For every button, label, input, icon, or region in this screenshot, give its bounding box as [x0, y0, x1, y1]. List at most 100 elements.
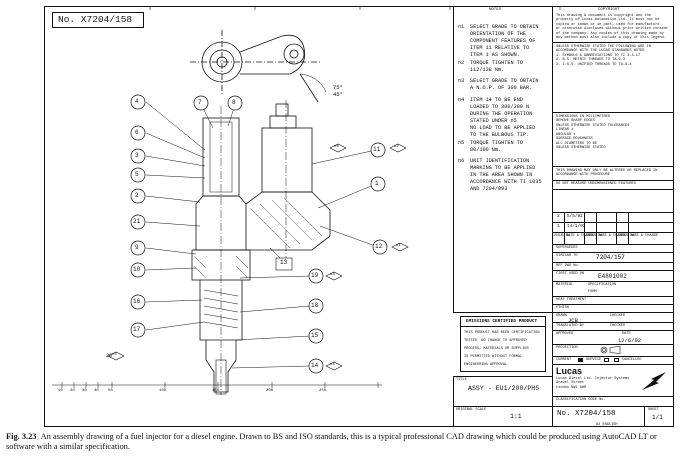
- no-measure-note: DO NOT MEASURE UNDIMENSIONED FEATURES: [556, 182, 636, 186]
- balloon-6: 6: [135, 129, 139, 136]
- checked2-label: CHECKED: [610, 324, 626, 328]
- service-label: SERVICE: [586, 358, 602, 362]
- flag-n3: n3: [330, 273, 335, 277]
- original-scale-label: ORIGINAL SCALE: [456, 408, 487, 412]
- balloon-21: 21: [133, 218, 141, 225]
- title-label: TITLE: [456, 378, 467, 382]
- issue-header: ISSUE No.: [586, 234, 606, 238]
- current-label: CURRENT: [556, 358, 572, 362]
- scale-tick: 10: [58, 389, 63, 393]
- material-label: MATERIAL: [556, 283, 574, 287]
- issue-header: ISSUE No.: [618, 234, 638, 238]
- paper-size: A2 ENGLISH: [596, 423, 618, 427]
- scale-tick: 200: [266, 389, 274, 393]
- flag-n5: n5: [112, 353, 117, 357]
- balloon-15: 15: [311, 332, 319, 339]
- scale-tick: 30: [82, 389, 87, 393]
- hr: [552, 281, 674, 282]
- sheet-value: 1/1: [652, 414, 663, 421]
- service-checkbox[interactable]: [604, 358, 609, 362]
- flag-n6: n6: [334, 145, 339, 149]
- vr: [644, 406, 645, 427]
- hr: [552, 42, 674, 43]
- specification-label: SPECIFICATION: [588, 283, 617, 287]
- hr: [552, 330, 674, 331]
- balloon-12: 12: [375, 243, 383, 250]
- ref-dwg-label: REF DWG No.: [556, 264, 580, 268]
- lightning-logo-icon: [642, 372, 666, 390]
- hr: [552, 262, 674, 263]
- copyright-heading: COPYRIGHT: [598, 8, 620, 12]
- standards-notes: UNLESS OTHERWISE STATED THE FOLLOWING AR…: [556, 45, 651, 67]
- scale-tick: 100: [159, 389, 167, 393]
- hr: [552, 356, 674, 357]
- hr: [552, 312, 674, 313]
- figure-label: Fig. 3.23: [6, 432, 37, 441]
- vr: [628, 212, 629, 244]
- balloon-3: 3: [135, 152, 139, 159]
- cancelled-label: CANCELLED: [622, 358, 642, 362]
- figure-caption-text: An assembly drawing of a fuel injector f…: [6, 432, 657, 451]
- first-used-label: FIRST USED ON: [556, 272, 585, 276]
- first-used-value: E4801002: [598, 273, 627, 280]
- balloon-17: 17: [133, 326, 141, 333]
- scale-tick: 20: [70, 389, 75, 393]
- finish-label: FINISH: [556, 306, 569, 310]
- drawing-sheet: [44, 6, 674, 427]
- current-checkbox[interactable]: [578, 358, 583, 362]
- drawing-number-top-box: [52, 12, 144, 28]
- vr: [596, 212, 597, 244]
- emissions-box: [460, 316, 546, 372]
- hr: [552, 364, 674, 365]
- drawing-number-top: No. X7204/158: [58, 14, 133, 25]
- drawn-label: DRAWN: [556, 314, 567, 318]
- injector-assembly-drawing: [52, 30, 409, 395]
- balloon-14: 14: [311, 362, 319, 369]
- projection-symbol-icon: [600, 346, 621, 354]
- issue-number: 1: [557, 224, 560, 229]
- vr: [453, 376, 454, 427]
- flag-n4: n4: [330, 363, 335, 367]
- balloon-16: 16: [133, 298, 141, 305]
- approved-label: APPROVED: [556, 332, 574, 336]
- flag-n1: n1: [396, 244, 401, 248]
- cancelled-checkbox[interactable]: [614, 358, 619, 362]
- angle-75: 75°: [333, 84, 343, 91]
- vr: [564, 212, 565, 244]
- balloon-10: 10: [133, 266, 141, 273]
- scale-tick: 40: [94, 389, 99, 393]
- hr: [552, 304, 674, 305]
- hr: [552, 270, 674, 271]
- hr: [552, 180, 674, 181]
- similar-to-value: 7204/157: [596, 254, 625, 261]
- issue-header: DATE & CHANGE: [566, 234, 595, 238]
- balloon-2: 2: [135, 192, 139, 199]
- balloon-20: 20: [106, 353, 113, 359]
- figure-caption: Fig. 3.23 An assembly drawing of a fuel …: [6, 432, 676, 452]
- hr: [552, 396, 674, 397]
- hr: [453, 376, 552, 377]
- classification-label: CLASSIFICATION CODE No.: [556, 398, 606, 402]
- vr: [616, 212, 617, 244]
- sheet-label: SHEET: [648, 408, 659, 412]
- vr: [584, 212, 585, 244]
- translated-label: TRANSLATED BY: [556, 324, 585, 328]
- copyright-text: This drawing & document is copyright and…: [556, 14, 669, 41]
- balloon-9: 9: [135, 244, 139, 251]
- balloon-1: 1: [375, 180, 379, 187]
- projection-label: PROJECTION: [556, 346, 578, 350]
- hr: [460, 326, 546, 327]
- hr: [552, 322, 674, 323]
- angle-45: 45°: [333, 91, 343, 98]
- drawn-value: JCB: [568, 317, 578, 324]
- hr: [453, 312, 552, 313]
- balloon-7: 7: [198, 99, 202, 106]
- scale-tick: 50: [108, 389, 113, 393]
- issue-number: 2: [557, 214, 560, 219]
- flag-n2: n2: [394, 145, 399, 149]
- date-label: DATE: [622, 332, 631, 336]
